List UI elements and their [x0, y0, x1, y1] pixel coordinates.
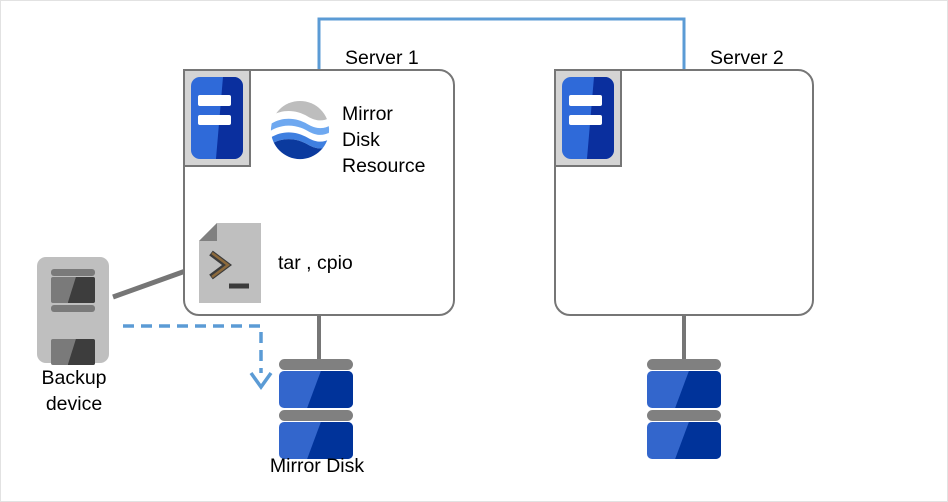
backup-device-wire — [112, 266, 192, 300]
mirror-disk-label: Mirror Disk — [269, 455, 365, 477]
server-tower-icon — [562, 77, 614, 159]
server-tower-bar-1 — [569, 95, 602, 106]
disk-body-bottom — [647, 422, 721, 459]
disk-plate-top — [279, 359, 353, 370]
mirror-disk-left-stack — [279, 359, 353, 459]
backup-plate-2 — [51, 305, 95, 312]
script-file-icon — [199, 223, 261, 303]
server2-unit-icon — [554, 69, 622, 167]
backup-device-icon — [37, 257, 109, 365]
mirror-disk-resource-globe-icon — [269, 99, 331, 161]
backup-body-2 — [51, 339, 95, 365]
backup-body-1 — [51, 277, 95, 303]
server-tower-bar-2 — [569, 114, 602, 126]
mirror-disk-resource-label: Mirror Disk Resource — [342, 103, 426, 177]
disk-body-shadow-top — [307, 371, 353, 408]
mirror-disk-right-stack — [647, 359, 721, 459]
server2-label: Server 2 — [710, 47, 784, 69]
backup-device-label: Backup device — [41, 367, 107, 415]
server1-label: Server 1 — [345, 47, 419, 69]
disk-body-top — [647, 371, 721, 408]
backup-body-shadow-2 — [67, 339, 95, 365]
disk-body-bottom — [279, 422, 353, 459]
server1-unit-icon — [183, 69, 251, 167]
tar-cpio-label: tar , cpio — [278, 252, 353, 274]
backup-flow-arrow — [123, 324, 263, 373]
server-tower-icon — [191, 77, 243, 159]
disk-plate-top — [647, 359, 721, 370]
disk-plate-bottom — [279, 410, 353, 421]
server2-box — [554, 69, 814, 316]
backup-body-shadow-1 — [67, 277, 95, 303]
disk-body-top — [279, 371, 353, 408]
backup-plate-1 — [51, 269, 95, 276]
disk-body-shadow-bottom — [675, 422, 721, 459]
backup-flow-arrowhead — [249, 371, 273, 391]
interconnect-line — [317, 17, 686, 79]
server-tower-bar-1 — [198, 95, 231, 106]
disk-body-shadow-top — [675, 371, 721, 408]
server-tower-bar-2 — [198, 114, 231, 126]
disk-plate-bottom — [647, 410, 721, 421]
